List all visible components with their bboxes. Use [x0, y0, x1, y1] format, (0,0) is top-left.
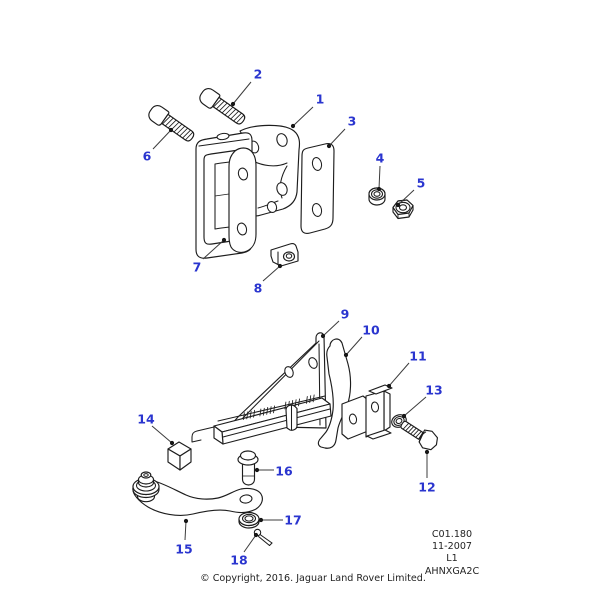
leader-dot [386, 383, 392, 389]
leader-dot [168, 127, 174, 133]
callout-17[interactable]: 17 [258, 513, 302, 528]
part-12-bolt [400, 420, 439, 451]
leader-line [328, 128, 346, 147]
part-17-washer [238, 511, 260, 529]
callout-number[interactable]: 8 [254, 281, 263, 296]
leader-dot [320, 333, 326, 339]
leader-line [292, 106, 314, 127]
leader-line [243, 534, 257, 553]
ref-code-page: C01.180 [432, 529, 472, 540]
leader-line [403, 396, 427, 417]
leader-line [378, 165, 381, 190]
callout-number[interactable]: 13 [425, 383, 442, 398]
part-8-clip-nut [270, 243, 299, 267]
leader-line [151, 425, 173, 444]
callout-number[interactable]: 11 [409, 349, 426, 364]
leader-dot [258, 517, 264, 523]
leader-line [322, 320, 340, 337]
leader-dot [230, 101, 236, 107]
leader-line [388, 362, 410, 387]
callout-number[interactable]: 7 [193, 260, 202, 275]
part-3-packing-plate [300, 143, 335, 234]
part-9-mounting-bracket [191, 332, 332, 445]
callout-18[interactable]: 18 [230, 532, 259, 568]
callout-number[interactable]: 1 [316, 92, 325, 107]
leader-dot [395, 202, 401, 208]
leader-line [232, 81, 252, 105]
part-11-bracket [341, 384, 393, 440]
callout-10[interactable]: 10 [343, 323, 380, 358]
ref-code-variant: L1 [446, 553, 457, 564]
callout-number[interactable]: 14 [137, 412, 155, 427]
part-14-block [167, 441, 192, 471]
callout-14[interactable]: 14 [137, 412, 175, 446]
callout-number[interactable]: 12 [418, 480, 435, 495]
leader-dot [343, 352, 349, 358]
leader-dot [424, 449, 430, 455]
callout-16[interactable]: 16 [254, 464, 293, 479]
leader-line [202, 239, 225, 260]
rail-serrations [242, 409, 255, 421]
callout-number[interactable]: 5 [417, 176, 426, 191]
part-7-hinge-strap [228, 147, 257, 253]
leader-dot [254, 467, 260, 473]
leader-dot [277, 263, 283, 269]
leader-dot [290, 123, 296, 129]
copyright-line: © Copyright, 2016. Jaguar Land Rover Lim… [200, 573, 426, 584]
ref-code-id: AHNXGA2C [425, 566, 480, 577]
callout-number[interactable]: 16 [275, 464, 293, 479]
callout-number[interactable]: 4 [376, 151, 385, 166]
part-5-flange-nut [392, 199, 414, 220]
leader-line [397, 189, 415, 206]
callout-number[interactable]: 3 [348, 114, 357, 129]
callout-9[interactable]: 9 [320, 307, 350, 339]
rail-serrations [259, 405, 275, 417]
part-16-pin [237, 450, 259, 486]
leader-line [345, 336, 363, 356]
callout-15[interactable]: 15 [175, 518, 193, 557]
callout-11[interactable]: 11 [386, 349, 427, 389]
leader-line [184, 520, 187, 541]
part-10-lever [317, 338, 352, 449]
callout-1[interactable]: 1 [290, 92, 325, 129]
callout-number[interactable]: 2 [254, 67, 263, 82]
callout-number[interactable]: 15 [175, 542, 192, 557]
callout-8[interactable]: 8 [254, 263, 283, 296]
callout-13[interactable]: 13 [401, 383, 443, 419]
callout-7[interactable]: 7 [193, 237, 227, 275]
callout-3[interactable]: 3 [326, 114, 357, 149]
callout-12[interactable]: 12 [418, 449, 436, 495]
rail-serrations [305, 394, 315, 404]
callout-number[interactable]: 9 [341, 307, 350, 322]
leader-dot [253, 532, 259, 538]
callout-number[interactable]: 18 [230, 553, 247, 568]
leader-line [152, 129, 172, 150]
callout-number[interactable]: 10 [362, 323, 380, 338]
part-18-split-pin [253, 528, 273, 547]
bolt-head [418, 429, 439, 451]
ref-code-date: 11-2007 [432, 541, 472, 552]
callout-4[interactable]: 4 [376, 151, 385, 192]
callout-5[interactable]: 5 [395, 176, 426, 208]
callout-6[interactable]: 6 [143, 127, 174, 164]
callout-2[interactable]: 2 [230, 67, 263, 107]
leader-line [262, 265, 281, 282]
part-15-control-arm [132, 471, 263, 516]
leader-dot [221, 237, 227, 243]
leader-dot [401, 413, 407, 419]
leader-dot [169, 440, 175, 446]
callout-number[interactable]: 6 [143, 149, 152, 164]
part-4-nut [368, 187, 386, 206]
callout-number[interactable]: 17 [284, 513, 301, 528]
leader-dot [183, 518, 189, 524]
leader-dot [326, 143, 332, 149]
leader-dot [376, 186, 382, 192]
